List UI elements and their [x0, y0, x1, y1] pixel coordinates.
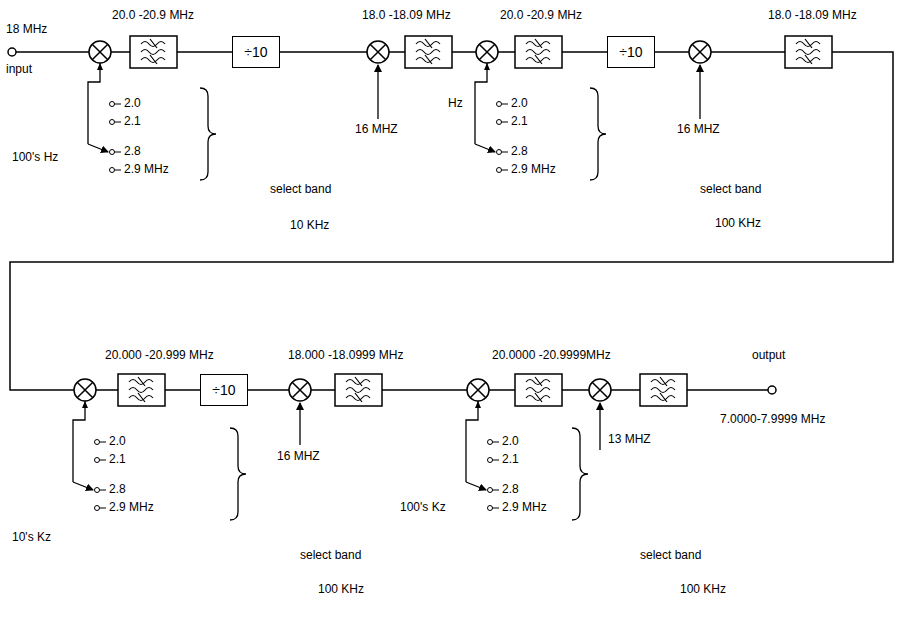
- digit-label: 100's Kz: [400, 500, 446, 514]
- digit-label: 100's Hz: [12, 150, 58, 164]
- input-terminal: [8, 48, 16, 56]
- band-note: 10 KHz: [290, 218, 329, 232]
- band-switch: [466, 401, 499, 511]
- oscillator-input: [699, 65, 700, 119]
- frequency-range: 20.000 -20.999 MHz: [105, 348, 214, 362]
- switch-contact-label: 2.8: [109, 482, 126, 496]
- divider-ratio: ÷10: [244, 44, 267, 60]
- oscillator-frequency: 16 MHZ: [355, 122, 398, 136]
- divider-box: ÷10: [200, 374, 248, 406]
- divider-box: ÷10: [607, 36, 655, 68]
- band-note: select band: [300, 548, 361, 562]
- filter-symbol: [515, 374, 562, 406]
- mixer-symbol: [74, 379, 96, 401]
- frequency-range: 7.0000-7.9999 MHz: [720, 412, 825, 426]
- mixer-symbol: [289, 379, 311, 401]
- switch-contact-label: 2.9 MHz: [109, 500, 154, 514]
- band-note: 100 KHz: [318, 582, 364, 596]
- band-switch: [88, 63, 121, 173]
- mixer-symbol: [89, 41, 111, 63]
- frequency-range: 20.0 -20.9 MHz: [112, 8, 194, 22]
- oscillator-input: [299, 403, 300, 445]
- mixer-symbol: [467, 379, 489, 401]
- mixer-symbol: [589, 379, 611, 401]
- mixer-symbol: [367, 41, 389, 63]
- filter-symbol: [515, 36, 562, 68]
- brace: [200, 88, 216, 180]
- mixer-symbol: [689, 41, 711, 63]
- digit-label: 10's Kz: [12, 530, 51, 544]
- brace: [590, 88, 606, 180]
- frequency-range: 18.000 -18.0999 MHz: [288, 348, 403, 362]
- switch-contact-label: 2.8: [511, 144, 528, 158]
- output-terminal: [768, 386, 776, 394]
- switch-contact-label: 2.9 MHz: [124, 162, 169, 176]
- divider-box: ÷10: [232, 36, 280, 68]
- oscillator-input: [599, 403, 600, 450]
- switch-contact-label: 2.0: [511, 96, 528, 110]
- mixer-symbol: [476, 41, 498, 63]
- switch-contact-label: 2.8: [124, 144, 141, 158]
- band-note: 100 KHz: [680, 582, 726, 596]
- frequency-range: 18.0 -18.09 MHz: [768, 8, 857, 22]
- switch-contact-label: 2.9 MHz: [511, 162, 556, 176]
- filter-symbol: [785, 36, 832, 68]
- switch-contact-label: 2.1: [511, 114, 528, 128]
- switch-contact-label: 2.0: [124, 96, 141, 110]
- oscillator-frequency: 16 MHZ: [677, 122, 720, 136]
- filter-symbol: [118, 374, 165, 406]
- band-switch: [73, 401, 106, 511]
- switch-contact-label: 2.1: [502, 452, 519, 466]
- port-label: input: [6, 62, 32, 76]
- filter-symbol: [640, 374, 687, 406]
- port-label: output: [752, 348, 785, 362]
- switch-contact-label: 2.8: [502, 482, 519, 496]
- digit-label: Hz: [448, 96, 463, 110]
- band-note: select band: [270, 182, 331, 196]
- brace: [572, 428, 588, 520]
- frequency-range: 18.0 -18.09 MHz: [362, 8, 451, 22]
- divider-ratio: ÷10: [619, 44, 642, 60]
- brace: [230, 428, 246, 520]
- switch-contact-label: 2.1: [124, 114, 141, 128]
- filter-symbol: [130, 36, 177, 68]
- band-switch: [475, 63, 508, 173]
- frequency-range: 20.0000 -20.9999MHz: [492, 348, 611, 362]
- oscillator-frequency: 16 MHZ: [277, 449, 320, 463]
- band-note: select band: [640, 548, 701, 562]
- frequency-range: 20.0 -20.9 MHz: [500, 8, 582, 22]
- switch-contact-label: 2.0: [502, 434, 519, 448]
- oscillator-frequency: 13 MHZ: [608, 432, 651, 446]
- signal-path: [10, 52, 893, 390]
- oscillator-input: [377, 65, 378, 119]
- port-label: 18 MHz: [6, 22, 47, 36]
- divider-ratio: ÷10: [212, 382, 235, 398]
- band-note: select band: [700, 182, 761, 196]
- switch-contact-label: 2.0: [109, 434, 126, 448]
- band-note: 100 KHz: [715, 216, 761, 230]
- switch-contact-label: 2.9 MHz: [502, 500, 547, 514]
- filter-symbol: [405, 36, 452, 68]
- switch-contact-label: 2.1: [109, 452, 126, 466]
- filter-symbol: [335, 374, 382, 406]
